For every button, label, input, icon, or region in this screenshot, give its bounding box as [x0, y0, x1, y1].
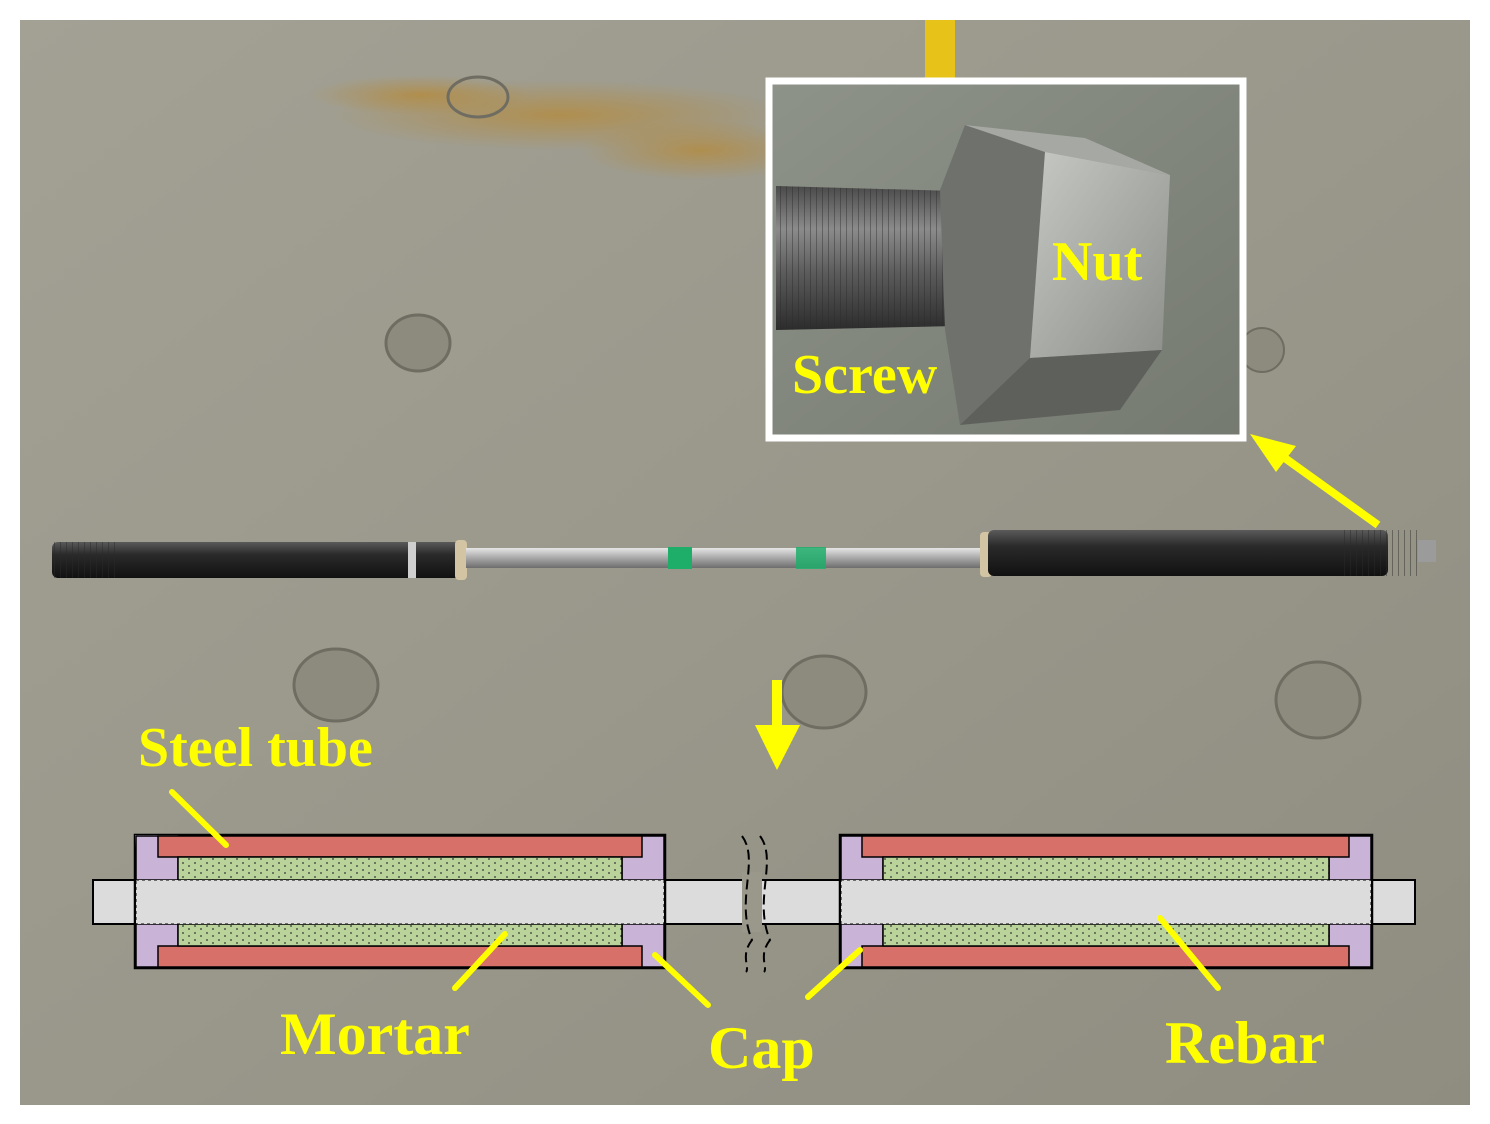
left-assembly [133, 833, 667, 970]
down-arrow-icon [755, 680, 800, 770]
screw-label: Screw [792, 344, 938, 406]
cap-label: Cap [708, 1015, 815, 1081]
mortar-label: Mortar [280, 1001, 470, 1067]
right-assembly [838, 833, 1374, 970]
inset-pointer-arrow [1250, 434, 1381, 529]
steel-tube-label: Steel tube [138, 717, 373, 779]
cross-section-diagram [92, 789, 1416, 1008]
rebar-label: Rebar [1165, 1010, 1325, 1076]
nut-closeup-inset [765, 77, 1247, 442]
leader-lines [169, 789, 1221, 1008]
specimen-rod [52, 530, 1436, 580]
nut-label: Nut [1052, 231, 1143, 293]
